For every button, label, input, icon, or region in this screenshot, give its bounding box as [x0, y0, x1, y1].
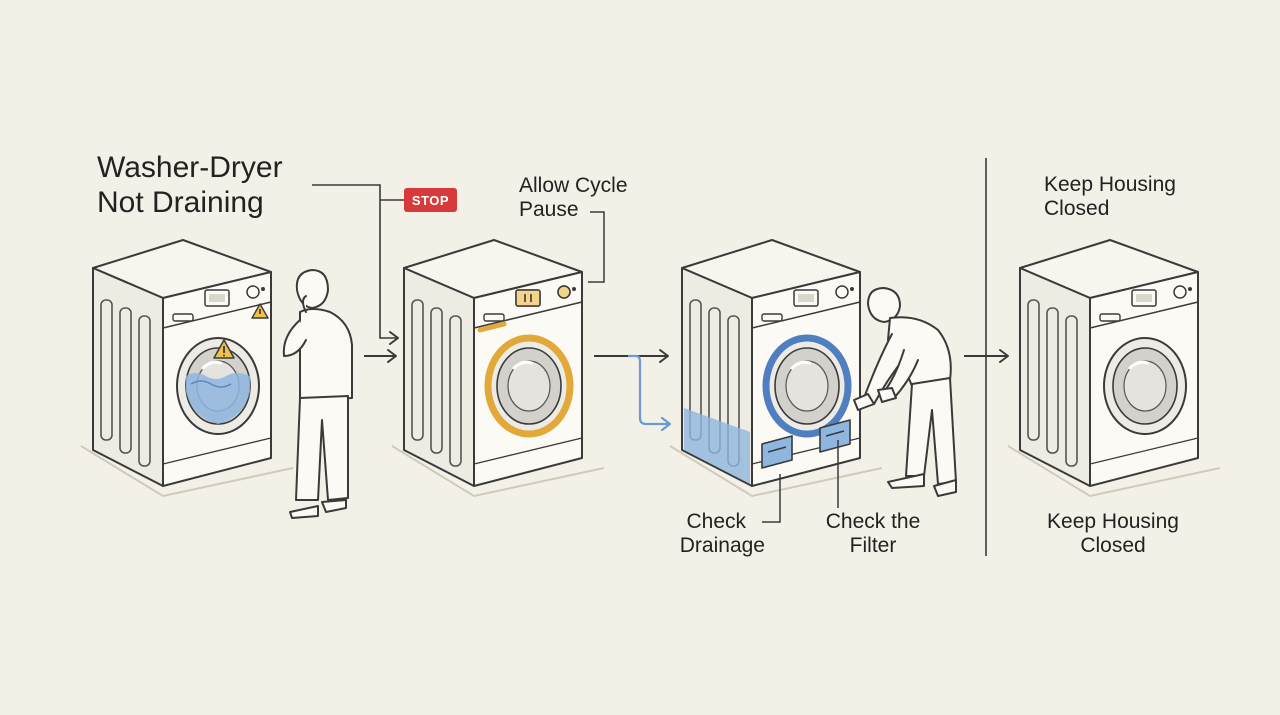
step-label-line-1: Allow Cycle — [519, 174, 628, 197]
step-label-line-2: Drainage — [679, 533, 765, 557]
title-line-2: Not Draining — [97, 186, 264, 220]
warning-icon — [213, 339, 235, 359]
step-label-line-2: Pause — [519, 197, 579, 221]
step-label-line-2: Closed — [1044, 196, 1110, 220]
person-icon — [853, 287, 957, 497]
page-title: Washer-Dryer Not Draining — [97, 150, 283, 221]
step-label-line-1: Keep Housing — [1044, 173, 1176, 196]
step-keep-housing-closed-top: Keep Housing Closed — [1044, 173, 1176, 220]
washer-dryer-icon — [668, 238, 884, 498]
washer-dryer-icon — [1006, 238, 1222, 498]
person-icon — [282, 269, 353, 519]
step-label-line-2: Filter — [849, 533, 897, 557]
washer-dryer-icon — [390, 238, 606, 498]
step-label-line-2: Closed — [1080, 533, 1146, 557]
arrow-right-icon — [964, 349, 1009, 363]
step-label-line-1: Check the — [825, 510, 921, 533]
step-check-filter: Check the Filter — [808, 510, 938, 557]
step-keep-housing-closed-bottom: Keep Housing Closed — [1030, 510, 1196, 557]
step-check-drainage: Check Drainage — [650, 510, 765, 557]
warning-icon — [251, 303, 269, 319]
step-label-line-1: Keep Housing — [1047, 510, 1179, 533]
arrow-right-icon — [364, 349, 397, 363]
title-line-1: Washer-Dryer — [97, 151, 283, 184]
washer-dryer-icon — [79, 238, 295, 498]
step-allow-cycle-pause: Allow Cycle Pause — [519, 174, 628, 221]
stop-badge: STOP — [404, 188, 457, 212]
step-label-line-1: Check — [686, 510, 746, 533]
